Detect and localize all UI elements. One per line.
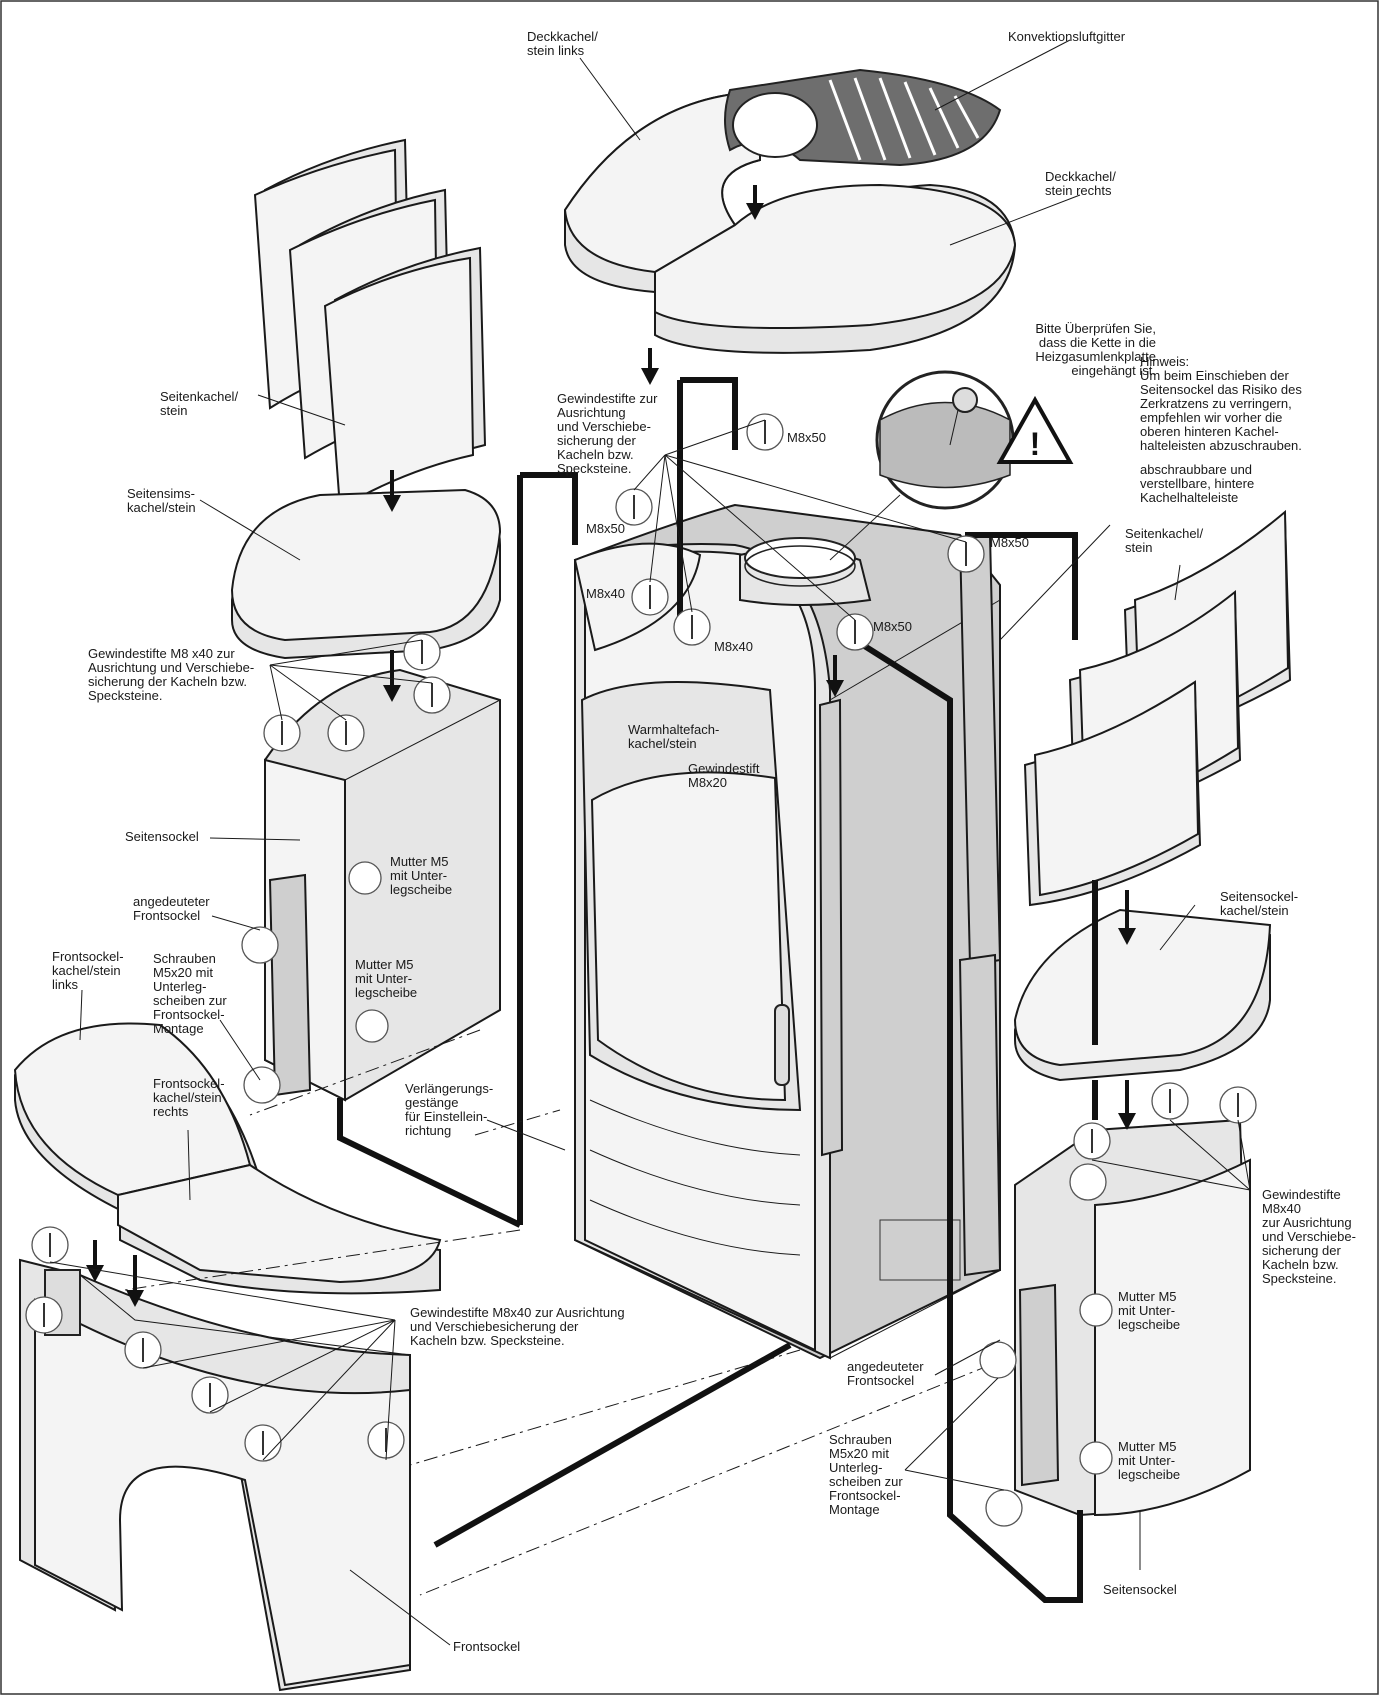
label-gewindestifte-m8x40-rechts: Gewindestifte M8x40 zur Ausrichtung und …: [1262, 1187, 1356, 1286]
label-bitte-pruefen: Bitte Überprüfen Sie, dass die Kette in …: [1035, 321, 1156, 378]
label-mutter-m5-d: Mutter M5 mit Unter- legscheibe: [1118, 1439, 1181, 1482]
right-side-plinth: [1014, 1118, 1252, 1517]
label-gewindestift-m8x20: Gewindestift M8x20: [688, 761, 760, 790]
label-m8x50-d: M8x50: [873, 619, 913, 634]
label-seitenkachel-rechts: Seitenkachel/ stein: [1125, 526, 1204, 555]
label-seitensims: Seitensims- kachel/stein: [127, 486, 196, 515]
chain-detail-circle: [829, 370, 1015, 561]
svg-text:!: !: [1030, 426, 1041, 462]
label-seitenkachel-links: Seitenkachel/ stein: [160, 389, 239, 418]
down-arrows: [86, 185, 1136, 1307]
left-sill-tile: [230, 488, 502, 660]
label-mutter-m5-b: Mutter M5 mit Unter- legscheibe: [355, 957, 418, 1000]
label-m8x50-c: M8x50: [990, 535, 1030, 550]
label-gewindestifte-m8x40-links: Gewindestifte M8 x40 zur Ausrichtung und…: [88, 646, 255, 703]
label-abschraubbare: abschraubbare und verstellbare, hintere …: [1140, 462, 1255, 505]
label-gewindestifte-unten: Gewindestifte M8x40 zur Ausrichtung und …: [410, 1305, 625, 1348]
front-plinth: [19, 1258, 411, 1692]
label-schrauben-links: Schrauben M5x20 mit Unterleg- scheiben z…: [153, 951, 227, 1036]
label-angedeuteter-rechts: angedeuteter Frontsockel: [847, 1359, 924, 1388]
right-side-tiles: [1023, 509, 1292, 907]
label-deckkachel-links: Deckkachel/ stein links: [527, 29, 598, 58]
label-gewindestifte-oben: Gewindestifte zur Ausrichtung und Versch…: [557, 391, 658, 476]
alignment-dashed-lines: [124, 1029, 1016, 1596]
label-verlaengerung: Verlängerungs- gestänge für Einstellein-…: [405, 1081, 494, 1138]
label-m8x40-b: M8x40: [714, 639, 754, 654]
label-frontsockel-rechts: Frontsockel- kachel/stein rechts: [153, 1076, 225, 1119]
label-angedeuteter-links: angedeuteter Frontsockel: [133, 894, 210, 923]
label-m8x50-a: M8x50: [787, 430, 827, 445]
warning-triangle-icon: !: [996, 395, 1074, 464]
label-m8x40-a: M8x40: [586, 586, 626, 601]
label-warmhaltefach: Warmhaltefach- kachel/stein: [628, 722, 720, 751]
label-mutter-m5-c: Mutter M5 mit Unter- legscheibe: [1118, 1289, 1181, 1332]
left-side-plinth: [264, 668, 501, 1102]
label-hinweis: Hinweis: Um beim Einschieben der Seitens…: [1140, 354, 1302, 453]
label-seitensockel-links: Seitensockel: [125, 829, 199, 844]
right-sill-tile: [1013, 908, 1272, 1082]
label-deckkachel-rechts: Deckkachel/ stein rechts: [1045, 169, 1116, 198]
label-seitensockel-rechts: Seitensockel: [1103, 1582, 1177, 1597]
screw-icon: [25, 413, 1257, 1527]
label-frontsockel-links: Frontsockel- kachel/stein links: [52, 949, 124, 992]
top-cover-plates: [563, 68, 1017, 354]
label-schrauben-rechts: Schrauben M5x20 mit Unterleg- scheiben z…: [829, 1432, 903, 1517]
label-konvektionsluftgitter: Konvektionsluftgitter: [1008, 29, 1126, 44]
assembly-path-lines: [337, 377, 1098, 1603]
stove-body: [573, 503, 1002, 1360]
front-plinth-tiles: [13, 1022, 442, 1295]
label-m8x50-b: M8x50: [586, 521, 626, 536]
label-mutter-m5-a: Mutter M5 mit Unter- legscheibe: [390, 854, 453, 897]
left-side-tiles: [253, 138, 487, 510]
label-frontsockel: Frontsockel: [453, 1639, 521, 1654]
leader-lines: [49, 39, 1251, 1646]
label-seitensockelkachel: Seitensockel- kachel/stein: [1220, 889, 1299, 918]
